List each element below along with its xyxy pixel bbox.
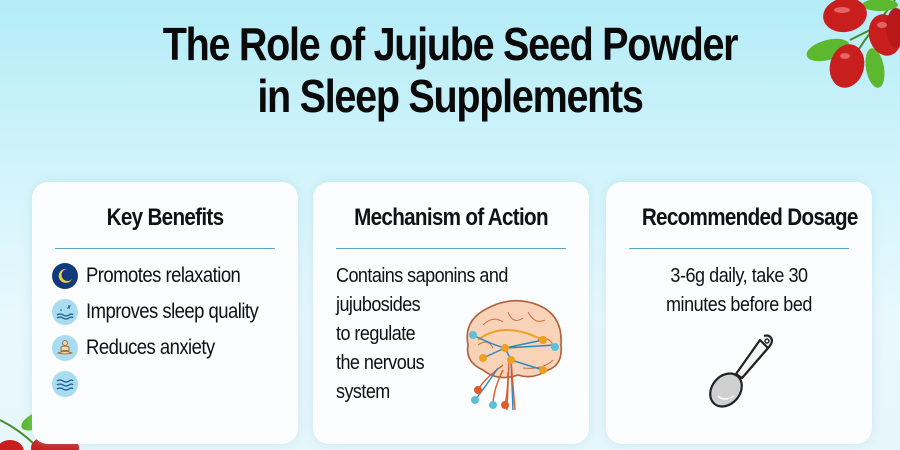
- mechanism-card: Mechanism of Action Contains saponins an…: [313, 182, 589, 444]
- benefit-label: Promotes relaxation: [86, 264, 241, 287]
- text-line: to regulate: [336, 323, 416, 345]
- brain-nerves-icon: [466, 299, 563, 410]
- page-title: The Role of Jujube Seed Powder in Sleep …: [63, 18, 837, 122]
- waves-icon: [52, 371, 78, 397]
- title-line-2: in Sleep Supplements: [257, 70, 644, 122]
- meditation-icon: [52, 335, 78, 361]
- benefit-item: Improves sleep quality: [52, 298, 282, 326]
- divider: [629, 248, 849, 249]
- key-benefits-card: Key Benefits Promotes relaxation Improve…: [32, 182, 298, 444]
- spoon-icon: [709, 334, 774, 408]
- text-line: system: [336, 381, 390, 403]
- card-heading: Key Benefits: [106, 204, 224, 231]
- card-heading: Mechanism of Action: [354, 204, 548, 231]
- benefit-label: Reduces anxiety: [86, 336, 215, 359]
- dosage-card: Recommended Dosage 3-6g daily, take 30 m…: [606, 182, 872, 444]
- text-line: Contains saponins and: [336, 265, 508, 287]
- text-line: jujubosides: [336, 294, 421, 316]
- text-line: the nervous: [336, 352, 425, 374]
- text-line: minutes before bed: [665, 294, 812, 316]
- card-heading: Recommended Dosage: [641, 204, 859, 231]
- title-line-1: The Role of Jujube Seed Powder: [162, 18, 739, 70]
- benefit-item: Promotes relaxation: [52, 262, 261, 290]
- mechanism-description: Contains saponins and jujubosides to reg…: [336, 262, 508, 407]
- jujube-fruit-decoration-top: [806, 0, 900, 88]
- moon-icon: [52, 263, 78, 289]
- benefit-item: [52, 370, 86, 398]
- benefit-label: Improves sleep quality: [86, 300, 259, 323]
- dosage-description: 3-6g daily, take 30 minutes before bed: [619, 262, 858, 320]
- sleep-waves-icon: [52, 299, 78, 325]
- text-line: 3-6g daily, take 30: [670, 265, 808, 287]
- divider: [336, 248, 566, 249]
- divider: [55, 248, 275, 249]
- benefit-item: Reduces anxiety: [52, 334, 232, 362]
